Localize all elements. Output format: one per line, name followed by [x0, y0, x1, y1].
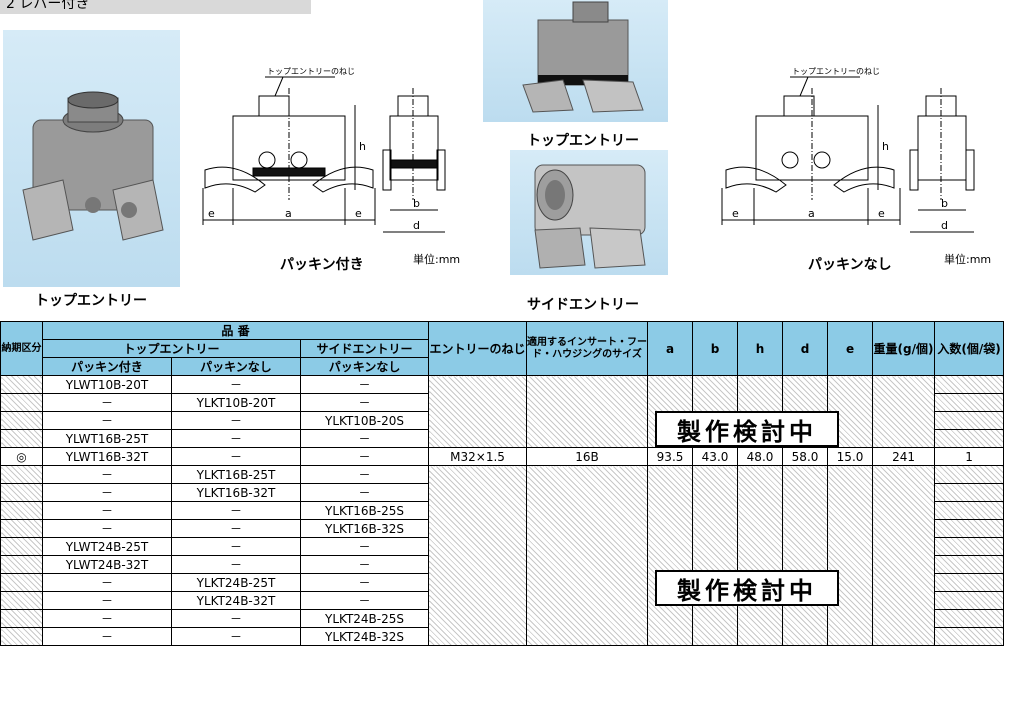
unit-label-right: 単位:mm — [944, 253, 992, 266]
table-row: － － YLKT16B-32S — [0, 519, 1005, 538]
th-h: h — [737, 321, 784, 376]
drawing-with-gasket: トップエントリーのねじ e a e h b d — [195, 60, 465, 245]
photo-side-entry — [510, 150, 668, 275]
drawing-without-gasket: トップエントリーのねじ e a e h b d — [712, 60, 992, 245]
th-a: a — [647, 321, 694, 376]
svg-text:a: a — [285, 207, 292, 220]
th-b: b — [692, 321, 739, 376]
svg-text:h: h — [882, 140, 889, 153]
caption-without-gasket: パッキンなし — [808, 257, 892, 273]
th-without-gasket-side: パッキンなし — [299, 357, 430, 376]
section-title: 2 レバー付き — [0, 0, 311, 14]
table-row: YLWT10B-20T － － — [0, 375, 1005, 448]
spec-table: 納期区分 品 番 エントリーのねじ 適用するインサート・フード・ハウジングのサイ… — [0, 321, 1005, 646]
svg-text:トップエントリーのねじ: トップエントリーのねじ — [267, 67, 355, 76]
cell-size: 16B — [526, 447, 649, 466]
table-row: YLWT16B-25T － － — [0, 429, 1005, 448]
cell-e: 15.0 — [827, 447, 874, 466]
table-row: － － YLKT16B-25S — [0, 501, 1005, 520]
table-row: － YLKT24B-32T － — [0, 591, 1005, 610]
svg-text:e: e — [732, 207, 739, 220]
th-without-gasket-top: パッキンなし — [171, 357, 301, 376]
table-row: － YLKT10B-20T － — [0, 393, 1005, 412]
svg-text:d: d — [941, 219, 948, 232]
cell-qty: 1 — [934, 447, 1005, 466]
th-compatible-size: 適用するインサート・フード・ハウジングのサイズ — [526, 321, 649, 376]
th-top-entry: トップエントリー — [42, 339, 301, 358]
photo-top-entry-large — [3, 30, 180, 287]
caption-photo-top-entry-right: トップエントリー — [527, 133, 639, 149]
th-product-no: 品 番 — [41, 321, 430, 340]
cell-d: 58.0 — [782, 447, 829, 466]
svg-text:e: e — [878, 207, 885, 220]
th-side-entry: サイドエントリー — [299, 339, 430, 358]
caption-with-gasket: パッキン付き — [280, 257, 364, 273]
cell-weight: 241 — [872, 447, 936, 466]
unit-label-left: 単位:mm — [413, 253, 461, 266]
svg-text:a: a — [808, 207, 815, 220]
cell-h: 48.0 — [737, 447, 784, 466]
cell-a: 93.5 — [647, 447, 694, 466]
svg-text:e: e — [208, 207, 215, 220]
th-weight: 重量(g/個) — [872, 321, 936, 376]
th-d: d — [782, 321, 829, 376]
svg-text:トップエントリーのねじ: トップエントリーのねじ — [792, 67, 880, 76]
table-row-available: ◎ YLWT16B-32T － － M32×1.5 16B 93.5 43.0 … — [0, 447, 1005, 466]
th-qty: 入数(個/袋) — [934, 321, 1005, 376]
th-delivery: 納期区分 — [0, 321, 43, 376]
svg-text:b: b — [941, 197, 948, 210]
table-row: － YLKT16B-25T － — [0, 465, 1005, 646]
svg-text:d: d — [413, 219, 420, 232]
svg-text:e: e — [355, 207, 362, 220]
caption-photo-side-entry: サイドエントリー — [527, 297, 639, 313]
svg-text:h: h — [359, 140, 366, 153]
stamp-under-review-top: 製作検討中 — [655, 411, 839, 447]
cell-thread: M32×1.5 — [428, 447, 528, 466]
th-with-gasket: パッキン付き — [42, 357, 172, 376]
table-row: － － YLKT10B-20S — [0, 411, 1005, 430]
th-entry-thread: エントリーのねじ — [428, 321, 528, 376]
table-row: － － YLKT24B-32S — [0, 627, 1005, 646]
cell-b: 43.0 — [692, 447, 739, 466]
stamp-under-review-bottom: 製作検討中 — [655, 570, 839, 606]
th-e: e — [827, 321, 874, 376]
photo-top-entry-small — [483, 0, 668, 122]
svg-text:b: b — [413, 197, 420, 210]
caption-photo-top-entry-left: トップエントリー — [35, 293, 147, 309]
table-row: － － YLKT24B-25S — [0, 609, 1005, 628]
